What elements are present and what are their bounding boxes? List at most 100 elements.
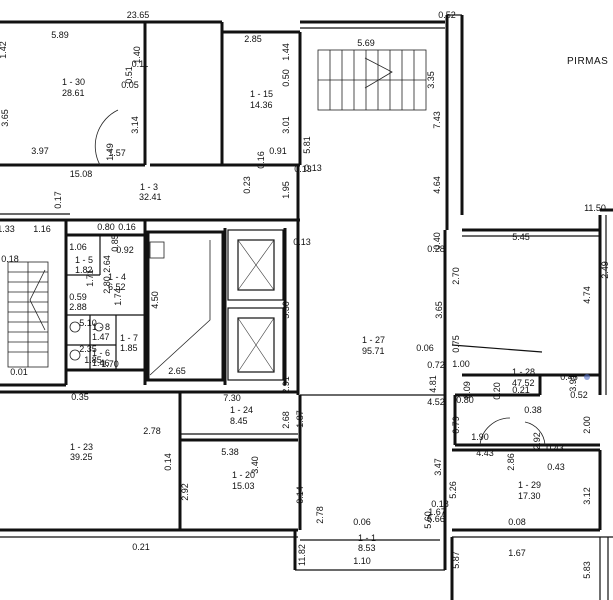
dimension-label: 0.43	[546, 443, 564, 453]
dimension-label: 3.97	[31, 146, 49, 156]
dimension-label: 23.65	[127, 10, 150, 20]
dimension-label: 7.43	[432, 111, 442, 129]
room-area: 8.45	[230, 416, 248, 426]
dimension-label: 2.49	[600, 261, 610, 279]
dimension-label: 2.78	[143, 426, 161, 436]
dimension-label: 0.01	[10, 367, 28, 377]
marker-dot	[584, 374, 590, 380]
dimension-label: 0.21	[132, 542, 150, 552]
dimension-label: 1.67	[508, 548, 526, 558]
dimension-label: 0.35	[71, 392, 89, 402]
dimension-label: 1.16	[33, 224, 51, 234]
dimension-label: 4.52	[427, 397, 445, 407]
room-area: 17.30	[518, 491, 541, 501]
dimension-label: 0.21	[512, 385, 530, 395]
room-area: 28.61	[62, 88, 85, 98]
dimension-label: 0.18	[431, 499, 449, 509]
room-id: 1 - 29	[518, 480, 541, 490]
dimension-label: 0.05	[121, 80, 139, 90]
dimension-label: 0.92	[116, 245, 134, 255]
room-area: 15.03	[232, 481, 255, 491]
dimension-label: 5.45	[512, 232, 530, 242]
room-id: 1 - 3	[140, 182, 158, 192]
dimension-label: 1.06	[69, 242, 87, 252]
dimension-label: 2.92	[532, 432, 542, 450]
dimension-label: 4.74	[582, 286, 592, 304]
dimension-label: 4.64	[432, 176, 442, 194]
dimension-label: 0.09	[462, 381, 472, 399]
dimension-label: 3.65	[434, 301, 444, 319]
dimension-label: 2.78	[315, 506, 325, 524]
dimension-label: 4.50	[150, 291, 160, 309]
room-id: 1 - 5	[75, 255, 93, 265]
dimension-label: 1.67	[428, 507, 446, 517]
dimension-label: 0.14	[163, 453, 173, 471]
dimension-label: 0.28	[427, 244, 445, 254]
dimension-label: 0.52	[438, 10, 456, 20]
dimension-label: 0.14	[295, 486, 305, 504]
dimension-label: 0.16	[118, 222, 136, 232]
dimension-label: 0.75	[451, 335, 461, 353]
room-area: 47.52	[512, 378, 535, 388]
dimension-label: 0.46	[560, 372, 578, 382]
dimension-label: 0.06	[353, 517, 371, 527]
dimension-label: 0.06	[416, 343, 434, 353]
dimension-label: 5.26	[448, 481, 458, 499]
room-id: 1 - 8	[92, 322, 110, 332]
room-area: 95.71	[362, 346, 385, 356]
room-id: 1 - 7	[120, 333, 138, 343]
dimension-label: 5.89	[51, 30, 69, 40]
dimension-label: 0.43	[547, 462, 565, 472]
dimension-label: 2.92	[180, 483, 190, 501]
dimension-label: 0.17	[53, 191, 63, 209]
door-swings	[94, 109, 546, 446]
dimension-label: 2.91	[281, 376, 291, 394]
room-area: 6.52	[108, 282, 126, 292]
dimension-label: 3.40	[250, 456, 260, 474]
dimension-label: 5.81	[302, 136, 312, 154]
dimension-label: 5.10	[79, 318, 97, 328]
dimension-label: 1.90	[471, 432, 489, 442]
dimension-label: 5.38	[221, 447, 239, 457]
dimension-label: 2.86	[506, 453, 516, 471]
dimension-label: 7.30	[223, 393, 241, 403]
stairs-left	[7, 261, 49, 368]
dimension-label: 0.20	[492, 382, 502, 400]
dimension-label: 0.50	[281, 69, 291, 87]
dimension-label: 1.00	[452, 359, 470, 369]
dimension-label: 0.79	[451, 416, 461, 434]
fixtures	[69, 241, 165, 361]
dimension-label: 0.08	[508, 517, 526, 527]
dimension-label: 2.85	[244, 34, 262, 44]
dimension-label: 3.65	[0, 109, 10, 127]
room-id: 1 - 4	[108, 272, 126, 282]
dimension-label: 0.72	[427, 360, 445, 370]
dimension-label: 3.35	[426, 71, 436, 89]
room-id: 1 - 1	[358, 533, 376, 543]
dimension-label: 2.88	[69, 302, 87, 312]
dimension-label: 11.82	[297, 544, 307, 566]
dimension-label: 0.52	[570, 390, 588, 400]
elevators	[149, 239, 275, 376]
dimension-label: 3.01	[281, 116, 291, 134]
dimension-label: 1.10	[353, 556, 371, 566]
dimension-label: 3.91	[568, 374, 578, 392]
dimension-label: 1.49	[105, 143, 115, 161]
dimension-label: 3.14	[130, 116, 140, 134]
dimension-label: 1.71	[85, 269, 95, 287]
dimension-label: 2.80	[102, 276, 112, 294]
dimension-label: 0.18	[1, 254, 19, 264]
dimension-label: 5.87	[451, 551, 461, 569]
dimension-label: 1.33	[0, 224, 15, 234]
dimension-label: 1.95	[281, 181, 291, 199]
room-labels: 1 - 30 28.61 1 - 15 14.36 1 - 3 32.41 1 …	[62, 77, 541, 553]
dimension-label: 0.13	[294, 164, 312, 174]
dimension-label: 2.00	[582, 416, 592, 434]
dimension-label: 5.30	[281, 301, 291, 319]
room-id: 1 - 6	[92, 348, 110, 358]
dimension-label: 2.68	[281, 411, 291, 429]
walls	[0, 14, 613, 600]
room-id: 1 - 27	[362, 335, 385, 345]
room-area: 8.53	[358, 543, 376, 553]
